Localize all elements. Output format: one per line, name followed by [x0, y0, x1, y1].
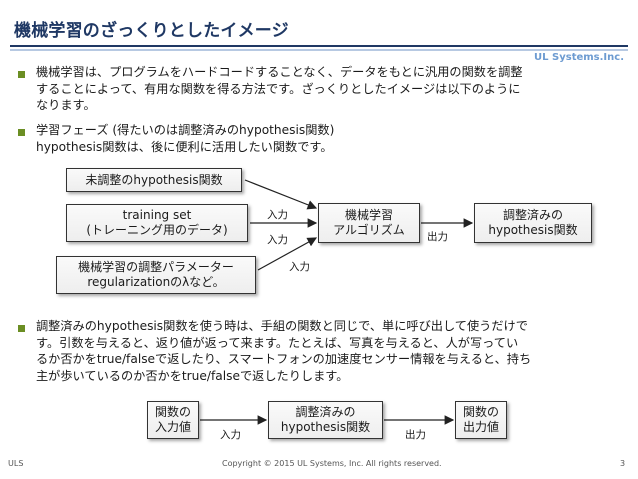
- box-label: 機械学習: [344, 208, 393, 222]
- input-label: 入力: [267, 209, 288, 221]
- input-label: 入力: [289, 261, 310, 273]
- bullet-marker: [18, 325, 25, 332]
- tuning-params-box: 機械学習の調整パラメーター regularizationのλなど。: [56, 256, 256, 294]
- bullet-marker: [18, 129, 25, 136]
- bullet-1-line: 機械学習は、プログラムをハードコードすることなく、データをもとに汎用の関数を調整: [36, 65, 523, 79]
- box-label: hypothesis関数: [280, 420, 371, 434]
- box-label: 出力値: [462, 420, 499, 434]
- bullet-2-line: 学習フェーズ (得たいのは調整済みのhypothesis関数): [36, 123, 335, 137]
- bullet-2-text: 学習フェーズ (得たいのは調整済みのhypothesis関数) hypothes…: [36, 122, 334, 155]
- box-label: 関数の: [462, 405, 499, 419]
- box-label: training set: [122, 208, 192, 222]
- input-label: 入力: [220, 429, 241, 441]
- function-output-value-box: 関数の 出力値: [455, 401, 507, 439]
- bullet-3-line: るか否かをtrue/falseで返したり、スマートフォンの加速度センサー情報を与…: [36, 352, 532, 366]
- box-label: 入力値: [154, 420, 191, 434]
- adjusted-hypothesis-box: 調整済みの hypothesis関数: [474, 203, 592, 243]
- output-label: 出力: [427, 231, 448, 243]
- title-rule-accent: [10, 49, 628, 51]
- bullet-3-text: 調整済みのhypothesis関数を使う時は、手組の関数と同じで、単に呼び出して…: [36, 318, 531, 384]
- footer-copyright: Copyright © 2015 UL Systems, Inc. All ri…: [222, 459, 442, 468]
- bullet-1-text: 機械学習は、プログラムをハードコードすることなく、データをもとに汎用の関数を調整…: [36, 64, 523, 114]
- company-logo: UL Systems.Inc.: [534, 52, 624, 63]
- box-label: 未調整のhypothesis関数: [85, 172, 223, 187]
- page-number: 3: [620, 459, 626, 468]
- bullet-3-line: 主が歩いているのか否かをtrue/falseで返したりします。: [36, 368, 349, 383]
- arrow-unadjusted-to-ml: [244, 179, 318, 210]
- adjusted-hypothesis-box: 調整済みの hypothesis関数: [268, 401, 383, 439]
- title-rule: [10, 45, 628, 47]
- footer-org: ULS: [8, 459, 24, 468]
- bullet-marker: [18, 71, 25, 78]
- bullet-3-line: 調整済みのhypothesis関数を使う時は、手組の関数と同じで、単に呼び出して…: [36, 319, 528, 333]
- function-input-value-box: 関数の 入力値: [147, 401, 199, 439]
- slide-title: 機械学習のざっくりとしたイメージ: [14, 21, 289, 41]
- box-label: regularizationのλなど。: [87, 275, 225, 289]
- bullet-2-line: hypothesis関数は、後に便利に活用したい関数です。: [36, 139, 333, 154]
- arrow-params-to-ml: [257, 237, 318, 271]
- box-label: 機械学習の調整パラメーター: [78, 260, 234, 274]
- input-label: 入力: [267, 234, 288, 246]
- bullet-3-line: す。引数を与えると、返り値が返って来ます。たとえば、写真を与えると、人が写ってい: [36, 335, 519, 350]
- output-label: 出力: [405, 429, 426, 441]
- box-label: (トレーニング用のデータ): [86, 223, 228, 237]
- box-label: 調整済みの: [295, 405, 356, 419]
- box-label: hypothesis関数: [488, 223, 578, 237]
- bullet-1-line: することによって、有用な関数を得る方法です。ざっくりとしたイメージは以下のように: [36, 81, 521, 96]
- ml-algorithm-box: 機械学習 アルゴリズム: [318, 203, 420, 243]
- bullet-1-line: なります。: [36, 98, 96, 112]
- training-set-box: training set (トレーニング用のデータ): [66, 204, 248, 242]
- box-label: 調整済みの: [502, 208, 563, 222]
- box-label: アルゴリズム: [333, 223, 405, 237]
- box-label: 関数の: [154, 405, 191, 419]
- unadjusted-hypothesis-box: 未調整のhypothesis関数: [66, 168, 242, 192]
